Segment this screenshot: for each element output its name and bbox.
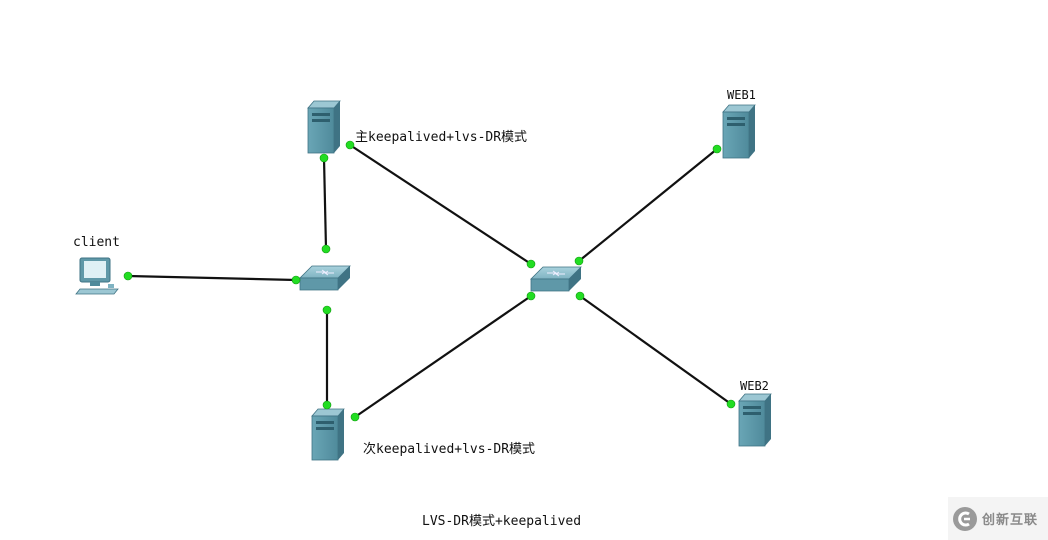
port-dot (291, 275, 301, 285)
port-dot (322, 305, 332, 315)
master-server-icon[interactable] (307, 100, 341, 154)
client-label: client (73, 235, 120, 250)
port-dot (350, 412, 360, 422)
port-dot (345, 140, 355, 150)
port-dot (526, 291, 536, 301)
backup-label: 次keepalived+lvs-DR模式 (363, 442, 536, 457)
web2-server-icon[interactable] (738, 393, 772, 447)
web2-label: WEB2 (740, 379, 769, 393)
switch-left-icon[interactable] (299, 265, 351, 291)
link-master-switch-left (322, 157, 328, 250)
port-dot (123, 271, 133, 281)
port-dot (321, 244, 331, 254)
link-backup-switch-right (354, 295, 532, 418)
web1-label: WEB1 (727, 88, 756, 102)
port-dot (319, 153, 329, 163)
link-master-switch-right (349, 144, 532, 265)
master-label: 主keepalived+lvs-DR模式 (355, 130, 528, 145)
watermark-text: 创新互联 (982, 513, 1039, 528)
web1-server-icon[interactable] (722, 104, 756, 159)
links (127, 144, 732, 418)
link-switch-right-web2 (579, 295, 732, 405)
port-dot (322, 400, 332, 410)
watermark: 创新互联 (948, 497, 1048, 540)
client-pc-icon[interactable] (75, 257, 119, 295)
port-dot (712, 144, 722, 154)
switch-right-icon[interactable] (530, 266, 582, 292)
port-indicators (123, 140, 736, 422)
link-switch-right-web1 (578, 148, 718, 262)
port-dot (574, 256, 584, 266)
watermark-logo-icon (953, 506, 977, 531)
diagram-caption: LVS-DR模式+keepalived (422, 514, 582, 529)
backup-server-icon[interactable] (311, 408, 345, 461)
port-dot (726, 399, 736, 409)
port-dot (575, 291, 585, 301)
link-client-switch-left (127, 274, 297, 282)
port-dot (526, 259, 536, 269)
